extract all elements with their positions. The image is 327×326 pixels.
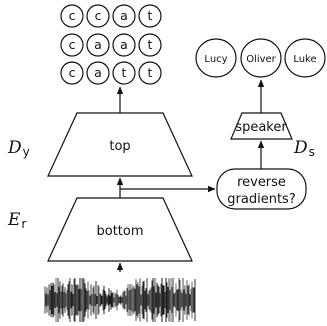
reverse-gradients-node: reverse gradients? xyxy=(216,168,307,210)
speaker-output-nodes: Lucy Oliver Luke xyxy=(195,38,326,78)
speaker-node-label: Lucy xyxy=(204,54,227,65)
connections xyxy=(116,79,265,272)
char-cell: t xyxy=(148,37,153,52)
audio-waveform xyxy=(44,278,196,322)
top-block-label: top xyxy=(109,139,130,154)
char-cell: t xyxy=(148,8,153,23)
top-block: top xyxy=(47,112,193,177)
char-cell: c xyxy=(69,37,76,52)
char-cell: t xyxy=(122,65,127,80)
char-cell: a xyxy=(120,37,128,52)
ds-label: Ds xyxy=(293,138,315,159)
speaker-node-label: Oliver xyxy=(246,54,276,65)
char-cell: a xyxy=(120,8,128,23)
dy-label: Dy xyxy=(7,138,30,159)
reverse-gradients-label-line1: reverse xyxy=(237,175,286,190)
bottom-block: bottom xyxy=(47,197,193,262)
char-cell: c xyxy=(69,65,76,80)
bottom-block-label: bottom xyxy=(96,224,143,239)
char-cell: a xyxy=(94,65,102,80)
char-row-2: c a a t xyxy=(60,33,162,57)
char-cell: c xyxy=(95,8,102,23)
char-cell: c xyxy=(69,8,76,23)
char-cell: t xyxy=(148,65,153,80)
char-cell: a xyxy=(94,37,102,52)
er-label: Er xyxy=(7,210,26,231)
speaker-block-label: speaker xyxy=(235,120,287,135)
char-row-3: c a t t xyxy=(60,61,162,85)
speaker-block: speaker xyxy=(230,112,293,140)
reverse-gradients-label-line2: gradients? xyxy=(227,192,295,207)
char-row-1: c c a t xyxy=(60,4,162,28)
character-output-grid: c c a t c a a t c a t t xyxy=(60,4,162,85)
speaker-node-label: Luke xyxy=(293,54,316,65)
